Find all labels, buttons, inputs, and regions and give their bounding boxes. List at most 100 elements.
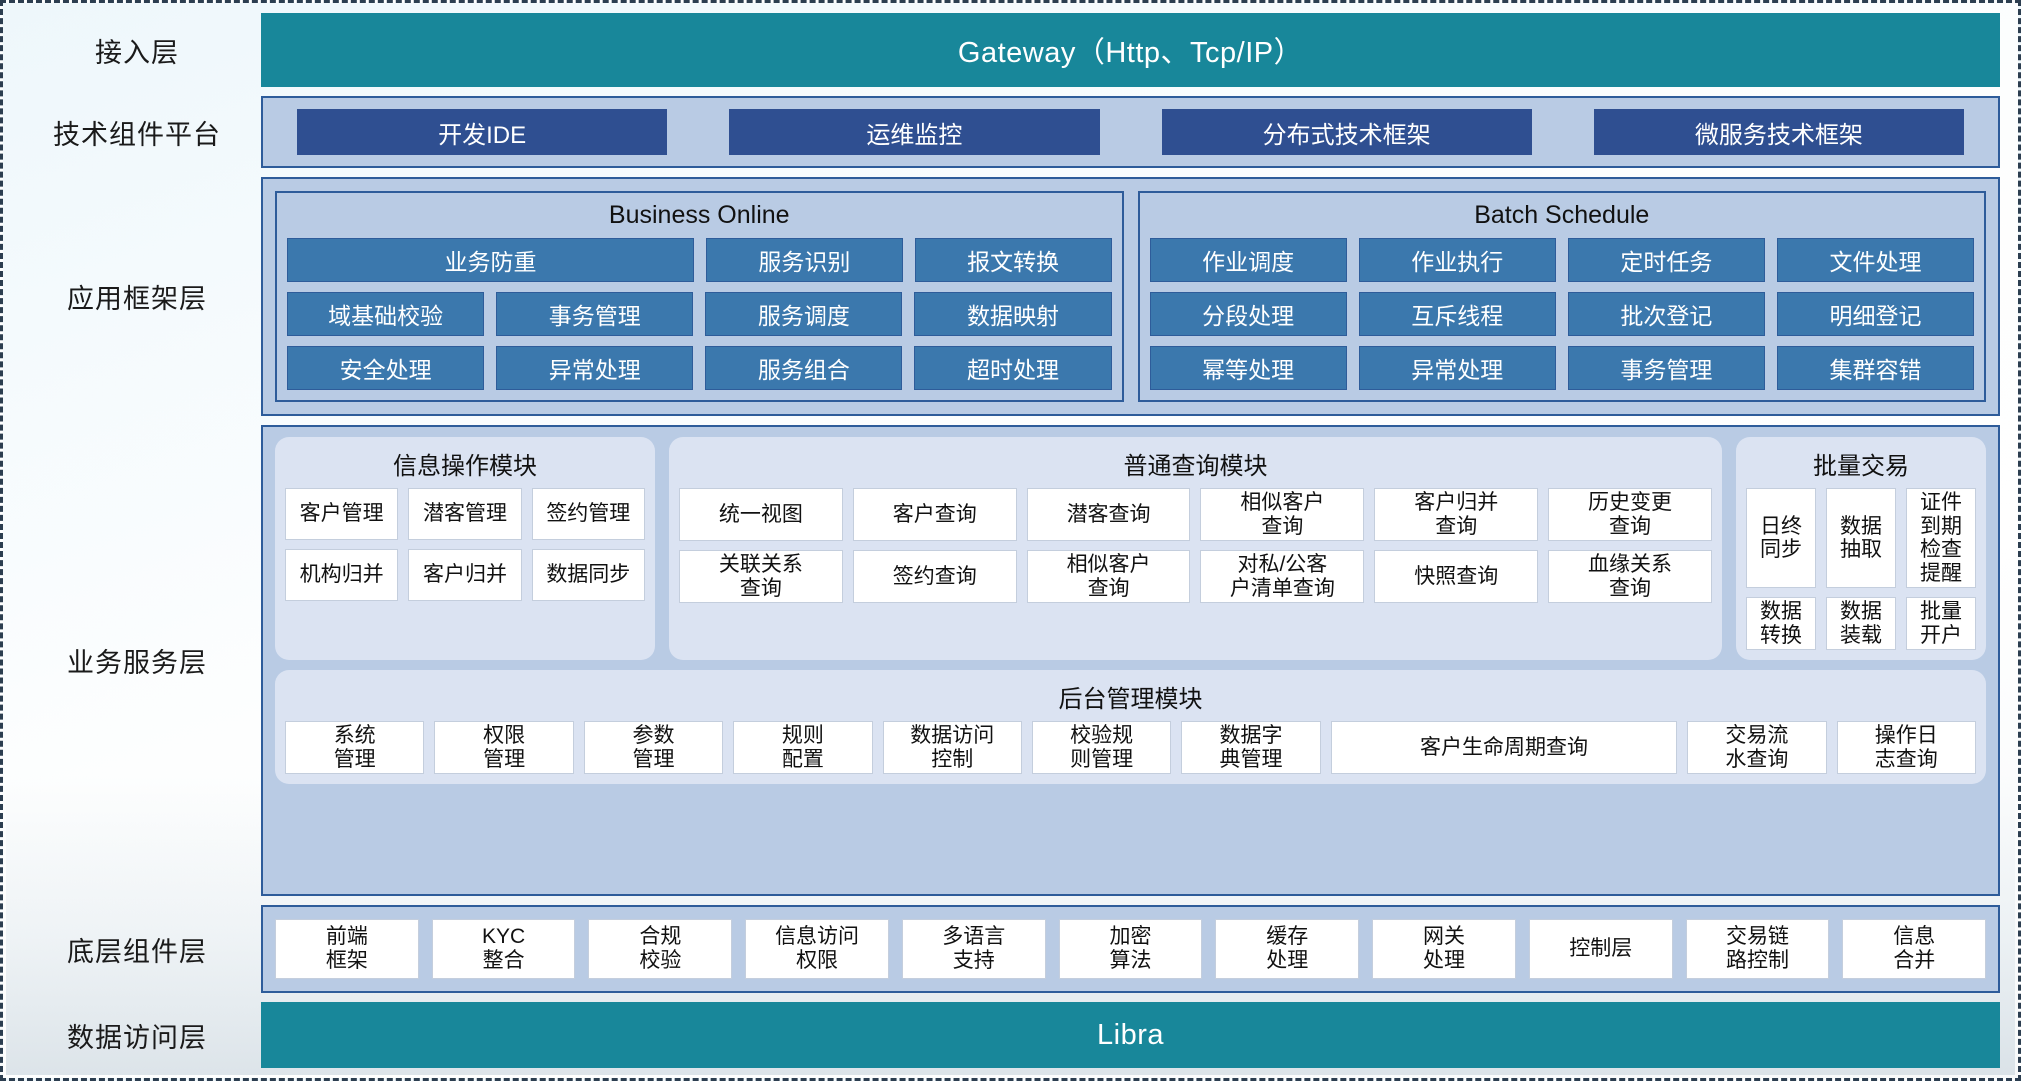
business-cell[interactable]: 校验规 则管理 bbox=[1031, 721, 1172, 775]
framework-group-title: Business Online bbox=[608, 201, 790, 229]
business-cell[interactable]: 规则 配置 bbox=[733, 721, 873, 775]
business-cell[interactable]: 批量 开户 bbox=[1906, 597, 1976, 651]
business-cell[interactable]: 签约查询 bbox=[852, 550, 1017, 604]
base-component-cell[interactable]: 交易链 路控制 bbox=[1685, 919, 1830, 979]
framework-cell[interactable]: 事务管理 bbox=[496, 292, 694, 336]
tech-chip-3[interactable]: 微服务技术框架 bbox=[1593, 109, 1964, 155]
business-cell[interactable]: 日终 同步 bbox=[1746, 488, 1816, 589]
business-cell[interactable]: 客户生命周期查询 bbox=[1330, 721, 1678, 775]
tech-platform-panel: 开发IDE 运维监控 分布式技术框架 微服务技术框架 bbox=[261, 96, 2000, 168]
tech-chip-2[interactable]: 分布式技术框架 bbox=[1161, 109, 1532, 155]
base-component-cell[interactable]: 缓存 处理 bbox=[1215, 919, 1360, 979]
layer-label-appfw: 应用框架层 bbox=[67, 284, 207, 314]
framework-cell[interactable]: 集群容错 bbox=[1776, 346, 1974, 390]
business-cell[interactable]: 数据 转换 bbox=[1746, 597, 1816, 651]
base-component-cell[interactable]: 加密 算法 bbox=[1058, 919, 1203, 979]
business-module-row: 数据 转换数据 装载批量 开户 bbox=[1746, 597, 1976, 651]
business-cell[interactable]: 关联关系 查询 bbox=[679, 550, 843, 604]
framework-cell[interactable]: 服务识别 bbox=[706, 238, 903, 282]
base-component-cell[interactable]: KYC 整合 bbox=[431, 919, 576, 979]
business-module-grid: 系统 管理权限 管理参数 管理规则 配置数据访问 控制校验规 则管理数据字 典管… bbox=[285, 721, 1976, 775]
business-cell[interactable]: 机构归并 bbox=[285, 549, 399, 601]
business-cell[interactable]: 操作日 志查询 bbox=[1836, 721, 1976, 775]
base-component-cell[interactable]: 信息访问 权限 bbox=[745, 919, 889, 979]
business-module-1: 普通查询模块统一视图客户查询潜客查询相似客户 查询客户归并 查询历史变更 查询关… bbox=[669, 437, 1722, 661]
framework-cell[interactable]: 明细登记 bbox=[1776, 292, 1974, 336]
gateway-bar[interactable]: Gateway（Http、Tcp/IP） bbox=[261, 13, 2000, 87]
framework-cell[interactable]: 互斥线程 bbox=[1358, 292, 1556, 336]
framework-cell[interactable]: 服务调度 bbox=[705, 292, 903, 336]
layer-row-data: 数据访问层 Libra bbox=[13, 1002, 2000, 1068]
business-cell[interactable]: 潜客查询 bbox=[1026, 488, 1191, 542]
business-top-row: 信息操作模块客户管理潜客管理签约管理机构归并客户归并数据同步 普通查询模块统一视图… bbox=[275, 437, 1986, 661]
framework-cell[interactable]: 事务管理 bbox=[1567, 346, 1765, 390]
framework-cell[interactable]: 异常处理 bbox=[496, 346, 694, 390]
framework-cell[interactable]: 文件处理 bbox=[1776, 238, 1974, 282]
business-cell[interactable]: 潜客管理 bbox=[408, 488, 522, 540]
base-component-cell[interactable]: 前端 框架 bbox=[275, 919, 419, 979]
business-cell[interactable]: 签约管理 bbox=[531, 488, 645, 540]
layer-body-business: 信息操作模块客户管理潜客管理签约管理机构归并客户归并数据同步 普通查询模块统一视图… bbox=[261, 425, 2000, 896]
framework-row: 业务防重服务识别报文转换 bbox=[287, 238, 1112, 282]
business-cell[interactable]: 交易流 水查询 bbox=[1687, 721, 1827, 775]
framework-cell[interactable]: 业务防重 bbox=[287, 238, 695, 282]
base-component-cell[interactable]: 信息 合并 bbox=[1842, 919, 1987, 979]
business-cell[interactable]: 客户归并 bbox=[408, 549, 522, 601]
framework-cell[interactable]: 作业执行 bbox=[1358, 238, 1556, 282]
base-component-cell[interactable]: 多语言 支持 bbox=[901, 919, 1046, 979]
business-cell[interactable]: 相似客户 查询 bbox=[1200, 488, 1365, 542]
framework-cell[interactable]: 幂等处理 bbox=[1149, 346, 1347, 390]
framework-cell[interactable]: 作业调度 bbox=[1149, 238, 1347, 282]
business-cell[interactable]: 证件到期 检查提醒 bbox=[1906, 488, 1976, 589]
business-cell[interactable]: 客户归并 查询 bbox=[1374, 488, 1539, 542]
business-cell[interactable]: 数据 抽取 bbox=[1826, 488, 1896, 589]
layer-label-tech: 技术组件平台 bbox=[53, 119, 221, 150]
business-cell[interactable]: 系统 管理 bbox=[285, 721, 425, 775]
business-module-row: 日终 同步数据 抽取证件到期 检查提醒 bbox=[1746, 488, 1976, 589]
business-cell[interactable]: 对私/公客 户清单查询 bbox=[1200, 550, 1365, 604]
business-cell[interactable]: 相似客户 查询 bbox=[1026, 550, 1191, 604]
business-cell[interactable]: 权限 管理 bbox=[434, 721, 574, 775]
business-cell[interactable]: 参数 管理 bbox=[583, 721, 724, 775]
framework-cell[interactable]: 异常处理 bbox=[1358, 346, 1556, 390]
base-component-cell[interactable]: 网关 处理 bbox=[1372, 919, 1516, 979]
business-cell[interactable]: 数据字 典管理 bbox=[1181, 721, 1321, 775]
framework-cell[interactable]: 数据映射 bbox=[914, 292, 1112, 336]
business-cell[interactable]: 客户查询 bbox=[852, 488, 1017, 542]
framework-cell[interactable]: 超时处理 bbox=[914, 346, 1112, 390]
business-cell[interactable]: 客户管理 bbox=[285, 488, 399, 540]
framework-cell[interactable]: 批次登记 bbox=[1567, 292, 1765, 336]
business-module-title: 批量交易 bbox=[1813, 453, 1909, 480]
base-component-cell[interactable]: 控制层 bbox=[1528, 919, 1673, 979]
tech-chip-0[interactable]: 开发IDE bbox=[297, 109, 668, 155]
tech-chip-1[interactable]: 运维监控 bbox=[729, 109, 1100, 155]
framework-cell[interactable]: 定时任务 bbox=[1567, 238, 1765, 282]
business-cell[interactable]: 统一视图 bbox=[679, 488, 843, 542]
business-cell[interactable]: 数据同步 bbox=[531, 549, 645, 601]
framework-cell[interactable]: 安全处理 bbox=[287, 346, 485, 390]
business-cell[interactable]: 数据 装载 bbox=[1826, 597, 1896, 651]
business-module-title: 信息操作模块 bbox=[393, 453, 537, 480]
framework-cell[interactable]: 服务组合 bbox=[705, 346, 903, 390]
framework-row: 分段处理互斥线程批次登记明细登记 bbox=[1149, 292, 1974, 336]
business-module-title: 普通查询模块 bbox=[1123, 453, 1268, 480]
framework-cell[interactable]: 分段处理 bbox=[1149, 292, 1347, 336]
business-cell[interactable]: 血缘关系 查询 bbox=[1548, 550, 1712, 604]
layer-row-business: 业务服务层 信息操作模块客户管理潜客管理签约管理机构归并客户归并数据同步 普通查询… bbox=[13, 425, 2000, 896]
libra-bar[interactable]: Libra bbox=[261, 1002, 2000, 1068]
framework-cell[interactable]: 报文转换 bbox=[914, 238, 1112, 282]
business-cell[interactable]: 历史变更 查询 bbox=[1548, 488, 1712, 542]
business-module-backoffice: 后台管理模块系统 管理权限 管理参数 管理规则 配置数据访问 控制校验规 则管理… bbox=[275, 670, 1986, 785]
layer-label-business: 业务服务层 bbox=[67, 648, 207, 678]
base-component-cell[interactable]: 合规 校验 bbox=[588, 919, 733, 979]
business-module-row: 系统 管理权限 管理参数 管理规则 配置数据访问 控制校验规 则管理数据字 典管… bbox=[285, 721, 1976, 775]
business-module-title: 后台管理模块 bbox=[1058, 686, 1203, 714]
business-module-2: 批量交易日终 同步数据 抽取证件到期 检查提醒数据 转换数据 装载批量 开户 bbox=[1736, 437, 1986, 661]
business-cell[interactable]: 快照查询 bbox=[1374, 550, 1539, 604]
business-cell[interactable]: 数据访问 控制 bbox=[882, 721, 1022, 775]
framework-cell[interactable]: 域基础校验 bbox=[287, 292, 485, 336]
